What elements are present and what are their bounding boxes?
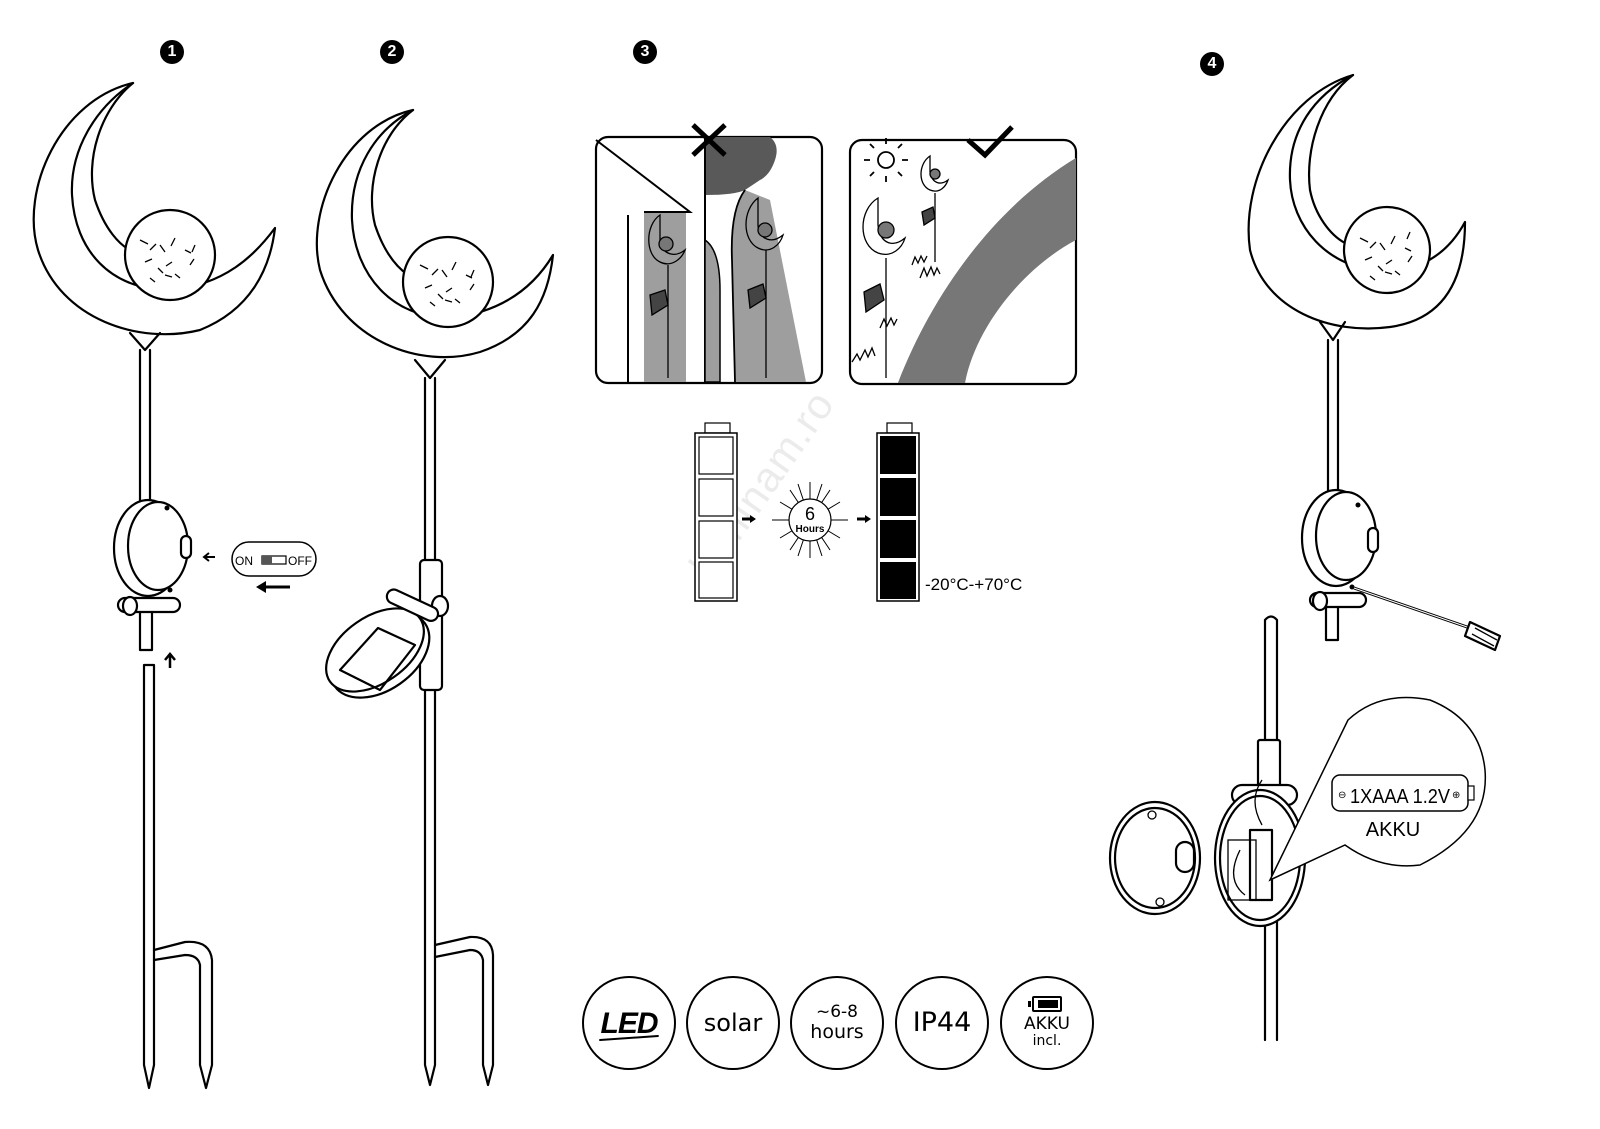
sun-6-hours-icon: 6 Hours — [772, 482, 848, 558]
temperature-range: -20°C-+70°C — [925, 575, 1022, 594]
charge-duration-value: 6 — [805, 504, 815, 524]
check-icon — [966, 125, 1014, 159]
arrow-left-small-icon — [202, 552, 215, 562]
solar-housing-1 — [112, 498, 193, 652]
moon-lamp-head-1 — [32, 81, 277, 352]
battery-full-icon — [1028, 996, 1062, 1013]
empty-battery-icon — [694, 422, 738, 602]
arrow-up-icon — [164, 652, 176, 668]
grass-icon — [851, 254, 941, 363]
stake-pole-upper-4 — [1326, 338, 1340, 497]
step-number-4: 4 — [1200, 52, 1224, 76]
step-number-1: 1 — [160, 40, 184, 64]
open-housing — [1213, 738, 1307, 928]
badge-solar-text: solar — [703, 1008, 763, 1037]
step-number-3: 3 — [633, 40, 657, 64]
badge-akku-line1: AKKU — [1024, 1014, 1070, 1035]
battery-spec: 1XAAA 1.2V — [1350, 786, 1451, 808]
arrow-right-icon — [742, 515, 756, 523]
on-off-switch-diagram: ON OFF — [231, 541, 317, 577]
badge-led-text: LED — [600, 1007, 659, 1040]
badge-ip44-text: IP44 — [912, 1007, 972, 1039]
badge-hours: ~6-8 hours — [790, 976, 884, 1070]
battery-type: AKKU — [1366, 819, 1420, 841]
arrow-left-icon — [256, 581, 290, 593]
mini-lamp-correct-1 — [862, 196, 907, 378]
stake-pole-2 — [423, 376, 495, 1087]
moon-lamp-head-2 — [315, 108, 555, 380]
wrong-placement-panel — [594, 123, 824, 385]
battery-minus-symbol: ⊖ — [1338, 790, 1346, 801]
badge-hours-line2: hours — [810, 1020, 864, 1043]
badge-akku: AKKU incl. — [1000, 976, 1094, 1070]
screwdriver-icon — [1353, 586, 1502, 652]
glass-globe-1 — [123, 208, 217, 302]
ground-stake-1 — [142, 663, 214, 1090]
badge-ip44: IP44 — [895, 976, 989, 1070]
switch-on-label: ON — [235, 554, 253, 568]
badge-solar: solar — [686, 976, 780, 1070]
mini-lamp-wrong-1 — [648, 213, 687, 378]
battery-cover — [1108, 800, 1202, 916]
cross-icon — [691, 123, 727, 157]
charge-duration-unit: Hours — [796, 524, 825, 535]
solar-housing-4 — [1300, 488, 1380, 642]
arrow-right-icon — [857, 515, 871, 523]
switch-off-label: OFF — [288, 554, 312, 568]
badge-hours-line1: ~6-8 — [815, 1002, 858, 1023]
glass-globe-4 — [1342, 205, 1432, 295]
battery-plus-symbol: ⊕ — [1452, 790, 1460, 801]
moon-lamp-head-4 — [1247, 73, 1467, 342]
full-battery-icon — [876, 422, 920, 602]
correct-placement-panel — [848, 125, 1078, 386]
badge-akku-line2: incl. — [1032, 1033, 1062, 1050]
mini-lamp-correct-2 — [920, 154, 950, 262]
glass-globe-2 — [401, 235, 495, 329]
stake-pole-upper-1 — [138, 348, 152, 507]
solar-panel-2 — [325, 558, 450, 699]
mini-lamp-wrong-2 — [745, 196, 785, 378]
step-number-2: 2 — [380, 40, 404, 64]
sun-icon — [864, 138, 908, 182]
battery-callout: ⊖ 1XAAA 1.2V ⊕ AKKU — [1268, 696, 1487, 882]
badge-led: LED — [582, 976, 676, 1070]
